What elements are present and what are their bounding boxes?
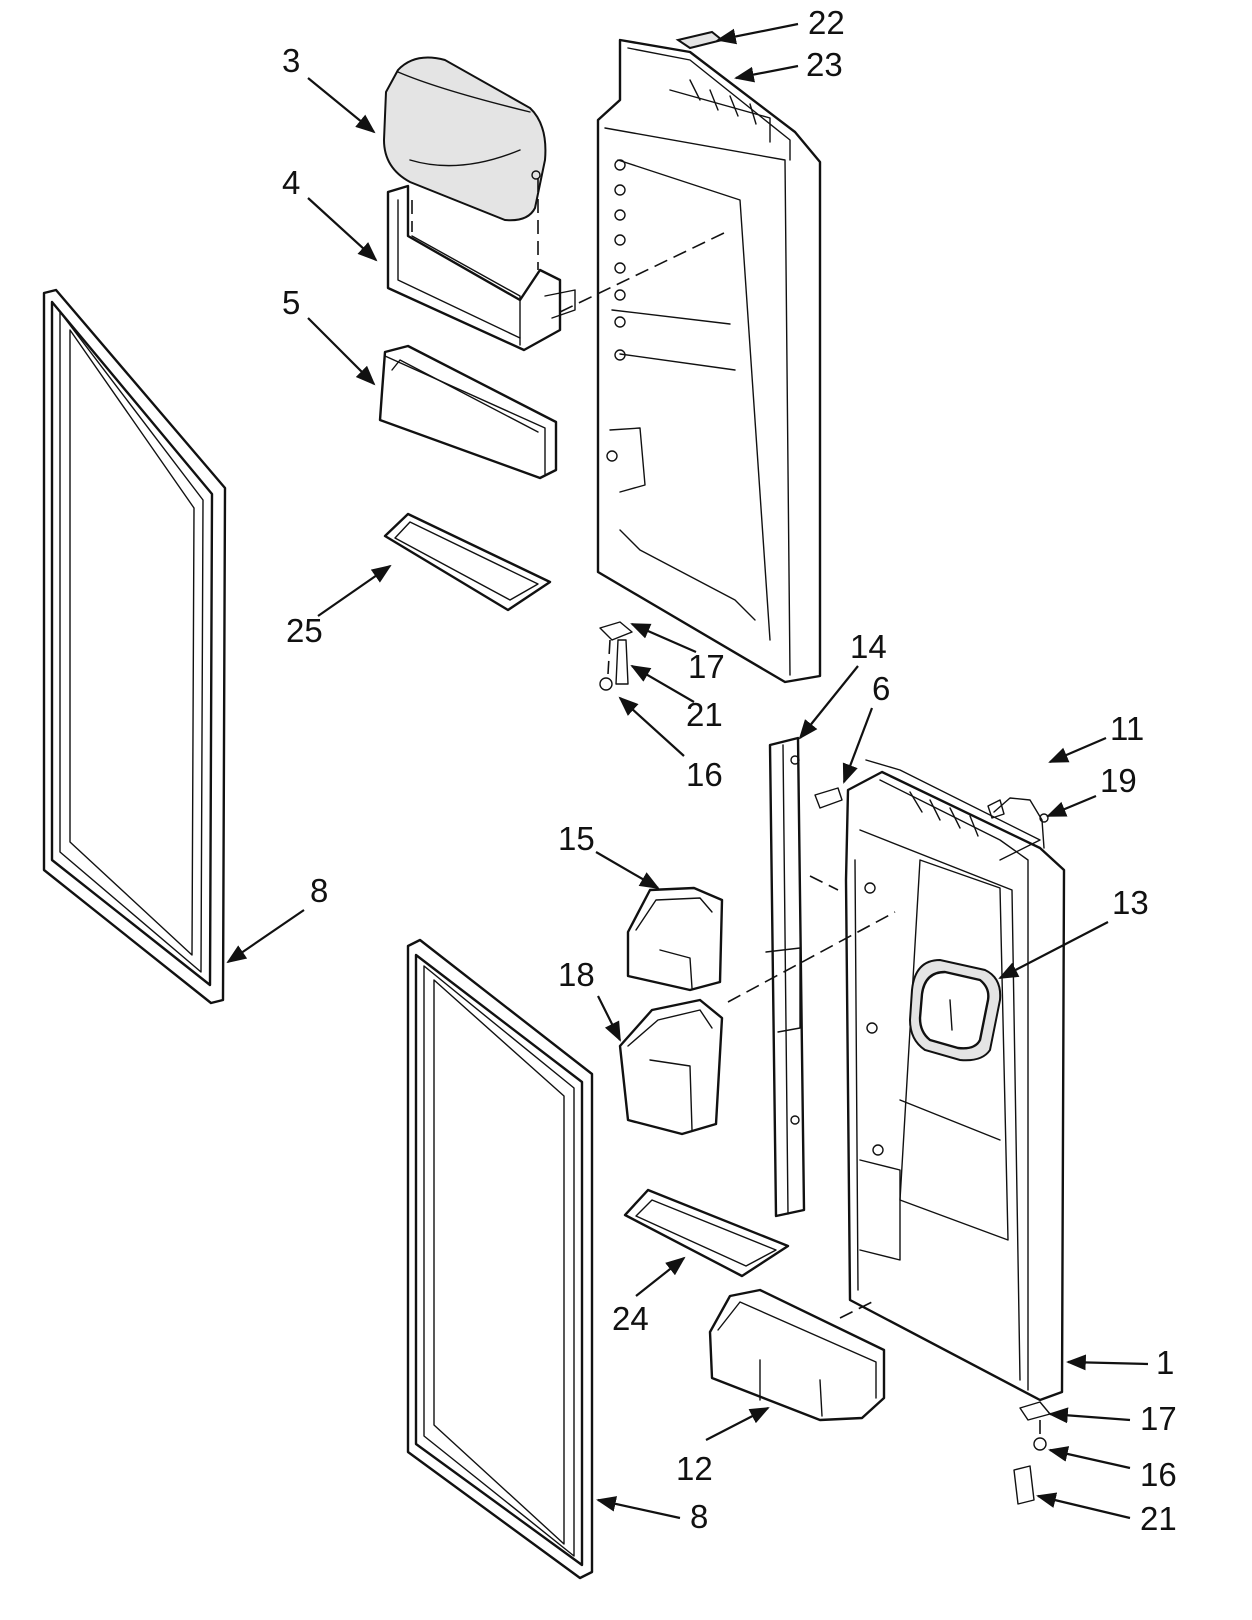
callout-1: 1 [1156, 1344, 1174, 1381]
callout-17a: 17 [688, 648, 725, 685]
callout-14: 14 [850, 628, 887, 665]
door-gasket-right [406, 938, 594, 1580]
callout-15: 15 [558, 820, 595, 857]
callout-4: 4 [282, 164, 300, 201]
callout-labels: 22 23 3 4 5 25 17 21 16 14 6 11 19 13 15… [282, 4, 1177, 1537]
door-cup-bin-lower [618, 998, 724, 1136]
hinge-hardware-lower [1013, 1401, 1051, 1505]
door-cup-bin-upper [626, 886, 724, 992]
callout-23: 23 [806, 46, 843, 83]
mounting-line-handle-2 [809, 875, 839, 891]
dairy-bin-frame [386, 184, 576, 352]
callout-8b: 8 [690, 1498, 708, 1535]
shelf-tray-upper [383, 512, 552, 612]
callout-13: 13 [1112, 884, 1149, 921]
callout-17b: 17 [1140, 1400, 1177, 1437]
mounting-line-handle [727, 911, 896, 1003]
door-gasket-left [42, 288, 227, 1005]
leader-arrows [226, 22, 1149, 1520]
upper-door-liner [596, 38, 822, 684]
callout-25: 25 [286, 612, 323, 649]
callout-24: 24 [612, 1300, 649, 1337]
callout-22: 22 [808, 4, 845, 41]
callout-16a: 16 [686, 756, 723, 793]
callout-3: 3 [282, 42, 300, 79]
callout-12: 12 [676, 1450, 713, 1487]
door-handle-trim [765, 736, 806, 1218]
lower-door-liner [844, 759, 1066, 1402]
callout-16b: 16 [1140, 1456, 1177, 1493]
dairy-compartment-cover [382, 56, 547, 222]
callout-6: 6 [872, 670, 890, 707]
callout-19: 19 [1100, 762, 1137, 799]
screw-6 [814, 787, 843, 809]
door-bin-lower [708, 1288, 886, 1422]
mounting-line-bin [839, 1299, 877, 1319]
trim-piece-22 [675, 30, 725, 50]
clip-19 [1039, 813, 1049, 823]
hinge-hardware-upper [599, 621, 633, 691]
shelf-tray-lower [623, 1188, 790, 1278]
callout-18: 18 [558, 956, 595, 993]
callout-21b: 21 [1140, 1500, 1177, 1537]
callout-5: 5 [282, 284, 300, 321]
callout-8a: 8 [310, 872, 328, 909]
door-bin-upper [378, 344, 558, 480]
callout-21a: 21 [686, 696, 723, 733]
wire-harness [987, 797, 1045, 849]
mounting-line-upper [559, 231, 727, 313]
ice-dispenser-chute [908, 958, 1002, 1062]
callout-11: 11 [1110, 710, 1144, 747]
